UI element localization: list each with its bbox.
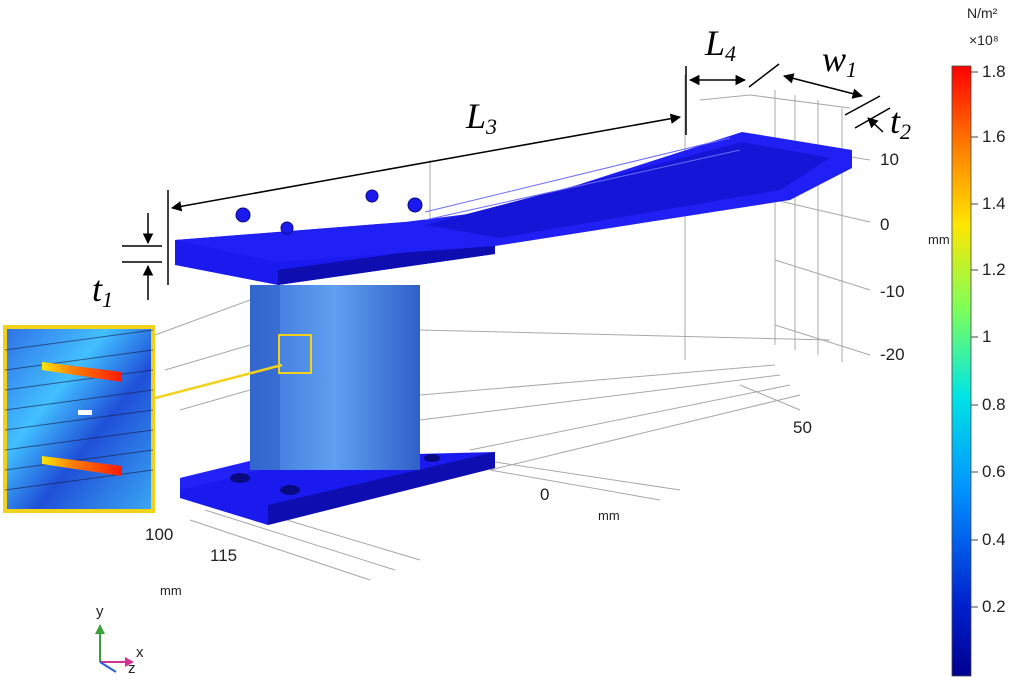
piezo-stack	[250, 285, 420, 470]
zoom-inset	[3, 325, 155, 513]
dim-label-l3: L3	[466, 96, 498, 139]
axis-tick: 50	[793, 418, 812, 437]
axis-tick: 100	[145, 525, 174, 544]
colorbar-multiplier: ×10⁸	[969, 32, 999, 48]
base-plate	[180, 452, 495, 525]
colorbar-tick: 0.2	[982, 597, 1006, 616]
dim-label-t1: t1	[92, 269, 114, 312]
colorbar-tick: 0.8	[982, 395, 1006, 414]
axis-tick: 0	[540, 485, 550, 504]
colorbar-tick: 1.2	[982, 260, 1006, 279]
axis-tick: -10	[880, 282, 905, 301]
axis-tick: -20	[880, 345, 905, 364]
dim-label-l4: L4	[705, 23, 737, 66]
axis-unit: mm	[160, 583, 182, 598]
axis-tick: 0	[880, 215, 890, 234]
triad-x-label: x	[136, 644, 144, 661]
colorbar-tick: 1.4	[982, 194, 1006, 213]
axis-unit: mm	[928, 232, 950, 247]
colorbar-tick: 0.6	[982, 462, 1006, 481]
cantilever-beam	[175, 132, 852, 285]
triad-z-label: z	[128, 660, 136, 677]
dimension-lines	[122, 63, 891, 300]
colorbar-tick: 0.4	[982, 530, 1006, 549]
dim-label-w1: w1	[822, 39, 858, 82]
colorbar-unit: N/m²	[967, 5, 998, 21]
colorbar	[951, 65, 978, 677]
colorbar-tick: 1.6	[982, 127, 1006, 146]
axis-tick: 115	[210, 546, 238, 565]
colorbar-tick: 1	[982, 327, 992, 346]
axis-tick: 10	[880, 150, 899, 169]
axis-unit: mm	[598, 508, 620, 523]
coordinate-triad	[95, 624, 134, 673]
triad-y-label: y	[96, 603, 104, 620]
dim-label-t2: t2	[890, 101, 912, 144]
colorbar-tick: 1.8	[982, 62, 1006, 81]
